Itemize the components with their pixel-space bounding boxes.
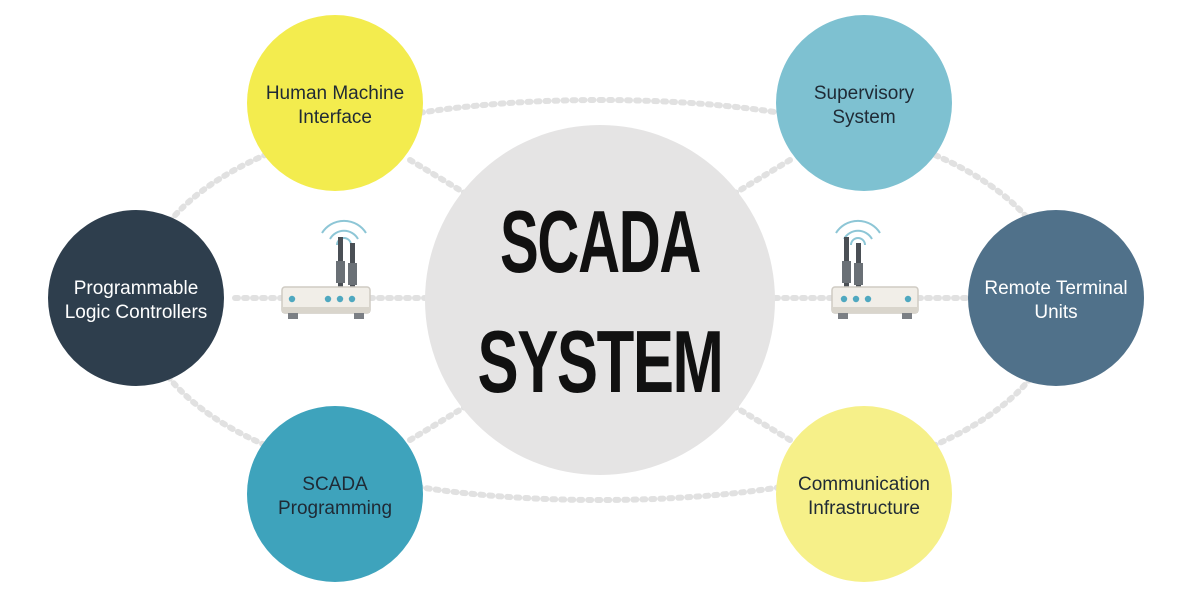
connector-hmi-center — [407, 157, 471, 198]
center-node: SCADA SYSTEM — [425, 125, 775, 475]
wifi-router-icon — [281, 219, 371, 319]
node-remote-terminal-units: Remote Terminal Units — [968, 210, 1144, 386]
node-label-comm-line2: Infrastructure — [808, 498, 920, 519]
node-label-prog-line1: SCADA — [302, 474, 368, 495]
center-title-line1: SCADA — [500, 192, 700, 291]
node-circle-hmi — [247, 15, 423, 191]
node-label-prog-line2: Programming — [278, 498, 392, 519]
node-communication-infrastructure: Communication Infrastructure — [776, 406, 952, 582]
node-human-machine-interface: Human Machine Interface — [247, 15, 423, 191]
wifi-router-icon — [831, 219, 919, 319]
node-supervisory-system: Supervisory System — [776, 15, 952, 191]
node-label-comm-line1: Communication — [798, 474, 930, 495]
node-label-rtu-line1: Remote Terminal — [984, 278, 1127, 299]
node-label-plc-line1: Programmable — [74, 278, 199, 299]
node-circle-prog — [247, 406, 423, 582]
node-label-plc-line2: Logic Controllers — [65, 302, 208, 323]
node-programmable-logic-controllers: Programmable Logic Controllers — [48, 210, 224, 386]
center-circle — [425, 125, 775, 475]
node-label-sup-line2: System — [832, 107, 895, 128]
connector-sup-center — [729, 157, 793, 198]
node-label-hmi-line2: Interface — [298, 107, 372, 128]
outer-ellipse-connector — [136, 96, 1064, 504]
node-circle-rtu — [968, 210, 1144, 386]
connector-prog-center — [407, 402, 471, 443]
connectors — [136, 96, 1064, 504]
node-label-hmi-line1: Human Machine — [266, 83, 404, 104]
connector-comm-center — [729, 402, 793, 443]
center-title-line2: SYSTEM — [478, 312, 723, 411]
node-label-sup-line1: Supervisory — [814, 83, 915, 104]
node-label-rtu-line2: Units — [1034, 302, 1077, 323]
node-scada-programming: SCADA Programming — [247, 406, 423, 582]
node-circle-comm — [776, 406, 952, 582]
node-circle-plc — [48, 210, 224, 386]
node-circle-sup — [776, 15, 952, 191]
